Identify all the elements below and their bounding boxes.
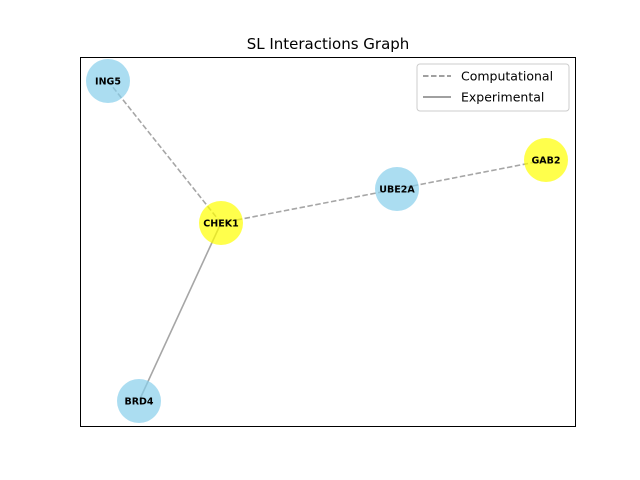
legend-box xyxy=(416,63,570,112)
legend-computational-label: Computational xyxy=(461,69,553,84)
node-gab2: GAB2 xyxy=(524,138,568,182)
node-ing5: ING5 xyxy=(86,59,130,103)
node-label: ING5 xyxy=(95,77,121,88)
edge-chek1-brd4 xyxy=(138,222,222,402)
node-circle xyxy=(375,167,419,211)
legend-experimental-label: Experimental xyxy=(461,90,544,105)
edge-chek1-ube2a xyxy=(220,188,398,224)
node-circle xyxy=(199,201,243,245)
graph-title: SL Interactions Graph xyxy=(247,35,410,53)
plot-frame xyxy=(80,57,576,427)
legend: Computational Experimental xyxy=(416,63,570,112)
node-circle xyxy=(524,138,568,182)
node-ube2a: UBE2A xyxy=(375,167,419,211)
edge-ube2a-gab2 xyxy=(396,159,547,190)
node-label: CHEK1 xyxy=(203,219,238,230)
node-chek1: CHEK1 xyxy=(199,201,243,245)
node-label: BRD4 xyxy=(124,397,153,408)
node-label: UBE2A xyxy=(379,185,415,196)
node-circle xyxy=(86,59,130,103)
edge-ing5-chek1 xyxy=(107,80,222,224)
node-circle xyxy=(117,379,161,423)
node-label: GAB2 xyxy=(531,156,560,167)
node-brd4: BRD4 xyxy=(117,379,161,423)
edges-layer xyxy=(107,80,547,402)
